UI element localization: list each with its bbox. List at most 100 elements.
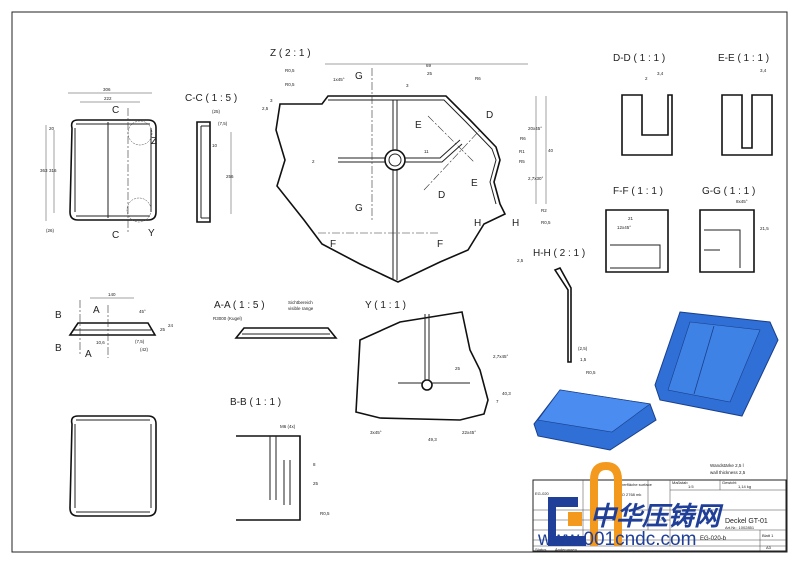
- scale-value: 1:5: [688, 484, 694, 489]
- render-flat: [533, 389, 657, 451]
- dim-label: R0,5: [320, 511, 330, 516]
- dim-label: 21,5: [760, 226, 769, 231]
- dim-label: 363: [40, 168, 48, 173]
- part-name: Deckel GT-01: [725, 518, 768, 525]
- view-title: H-H ( 2 : 1 ): [533, 248, 585, 259]
- section-marker: C: [112, 105, 119, 116]
- dim-label: R0,5: [541, 220, 551, 225]
- weight-value: 1,14 kg: [738, 484, 751, 489]
- section-aa: A-A ( 1 : 5 ) R3000 (Kugel) Sichtbereich…: [213, 300, 338, 339]
- tolerance: ISO 2768 mk: [618, 492, 641, 497]
- title-block: EG-020 Oberfläche surface ISO 2768 mk Ma…: [532, 479, 787, 552]
- section-marker: H: [474, 218, 481, 229]
- section-marker: A: [93, 305, 100, 316]
- dim-label: 306: [103, 87, 111, 92]
- section-marker: B: [55, 310, 62, 321]
- view-title: Z ( 2 : 1 ): [270, 48, 311, 59]
- section-marker: H: [512, 218, 519, 229]
- dim-label: R0,5: [285, 82, 295, 87]
- wall-note-en: wall thickness 2,5: [710, 470, 746, 475]
- dim-label: (7,5): [135, 339, 145, 344]
- view-title: F-F ( 1 : 1 ): [613, 186, 663, 197]
- dim-label: 11: [424, 149, 429, 154]
- dim-label: 22x45°: [462, 430, 476, 435]
- section-marker: B: [55, 343, 62, 354]
- section-ee: E-E ( 1 : 1 ) 3,4: [718, 53, 773, 156]
- dim-label: 140: [108, 292, 116, 297]
- dim-label: R0,5: [285, 68, 295, 73]
- sheet-border: [11, 11, 788, 553]
- dim-label: 2: [645, 76, 648, 81]
- dim-label: R0,5: [586, 370, 596, 375]
- dim-label: 25: [313, 481, 319, 486]
- section-bb: B-B ( 1 : 1 ) M6 (4x) 25 8 R0,5: [230, 397, 330, 521]
- dim-label: 3,4: [760, 68, 767, 73]
- view-title: C-C ( 1 : 5 ): [185, 93, 237, 104]
- render-upright: [654, 311, 779, 417]
- view-title: D-D ( 1 : 1 ): [613, 53, 665, 64]
- section-marker: E: [471, 178, 478, 189]
- dim-label: 8: [313, 462, 316, 467]
- view-title: G-G ( 1 : 1 ): [702, 186, 755, 197]
- detail-marker: Y: [148, 228, 155, 239]
- dim-label: 25: [160, 327, 166, 332]
- dim-label: 7: [496, 399, 499, 404]
- dim-label: 8x45°: [736, 199, 748, 204]
- side-view: 140 45° 25 24 (7,5) (42) 10,6 B B A A: [55, 292, 174, 360]
- dim-label: 3x45°: [370, 430, 382, 435]
- dim-label: R3000 (Kugel): [213, 316, 243, 321]
- part-number: Art.Nr.: 1002851: [725, 525, 755, 530]
- dim-label: 49,3: [428, 437, 437, 442]
- section-hh: H-H ( 2 : 1 ) (2,5) 1,5 R0,5: [533, 248, 596, 375]
- section-cc: C-C ( 1 : 5 ) (25) (7,5) 10 256: [185, 93, 237, 223]
- change-label: Änderungen: [555, 547, 577, 552]
- dim-label: R6: [475, 76, 481, 81]
- dim-label: R5: [519, 159, 525, 164]
- dim-label: 40: [548, 148, 554, 153]
- dim-label: 3: [406, 83, 409, 88]
- dim-label: 316: [49, 168, 57, 173]
- scale-label: Maßstab: [672, 480, 688, 485]
- section-marker: F: [330, 239, 336, 250]
- dim-label: 2,5: [262, 106, 269, 111]
- view-title: Y ( 1 : 1 ): [365, 300, 406, 311]
- dim-label: 2: [312, 159, 315, 164]
- watermark-logo: 中华压铸网 www.001cndc.com: [537, 462, 724, 550]
- section-dd: D-D ( 1 : 1 ) 3,4 2: [613, 53, 673, 156]
- dim-label: 69: [426, 63, 432, 68]
- dim-label: 10: [212, 143, 218, 148]
- section-marker: A: [85, 349, 92, 360]
- dim-label: 25: [455, 366, 461, 371]
- dim-label: (42): [140, 347, 149, 352]
- dim-label: visible range: [288, 306, 314, 311]
- wall-note-de: Wandstärke 2,5 l: [710, 463, 744, 468]
- section-ff: F-F ( 1 : 1 ) 21 12x45°: [605, 186, 669, 273]
- sheet-format: A3: [766, 545, 772, 550]
- dim-label: R1: [519, 149, 525, 154]
- sheet-number: Blatt 1: [762, 533, 774, 538]
- detail-z: Z ( 2 : 1 ) 69 25 3 R0,5 R0,5 1x45° R6 2…: [262, 48, 554, 283]
- dim-label: 2,5: [517, 258, 524, 263]
- section-marker: F: [437, 239, 443, 250]
- detail-y: Y ( 1 : 1 ) 25 2,7x45° 40,3 7 49,3 3x45°…: [355, 300, 511, 442]
- view-title: A-A ( 1 : 5 ): [214, 300, 265, 311]
- section-marker: G: [355, 71, 363, 82]
- front-view: 306 222 363 316 20 (26) C C Z Y: [40, 87, 157, 241]
- dim-label: 2,7x45°: [493, 354, 509, 359]
- bottom-view: [69, 415, 157, 517]
- project-code: EG-020: [535, 491, 550, 496]
- section-marker: E: [415, 120, 422, 131]
- view-title: B-B ( 1 : 1 ): [230, 397, 281, 408]
- dim-label: Sichtbereich: [288, 300, 313, 305]
- detail-marker: Z: [151, 136, 157, 147]
- dim-label: 3: [270, 98, 273, 103]
- dim-label: 2,7x30°: [528, 176, 544, 181]
- section-marker: C: [112, 230, 119, 241]
- surface-label: Oberfläche surface: [618, 482, 653, 487]
- dim-label: 1x45°: [333, 77, 345, 82]
- status-label: Status: [535, 547, 546, 552]
- dim-label: 21: [628, 216, 634, 221]
- dim-label: M6 (4x): [280, 424, 296, 429]
